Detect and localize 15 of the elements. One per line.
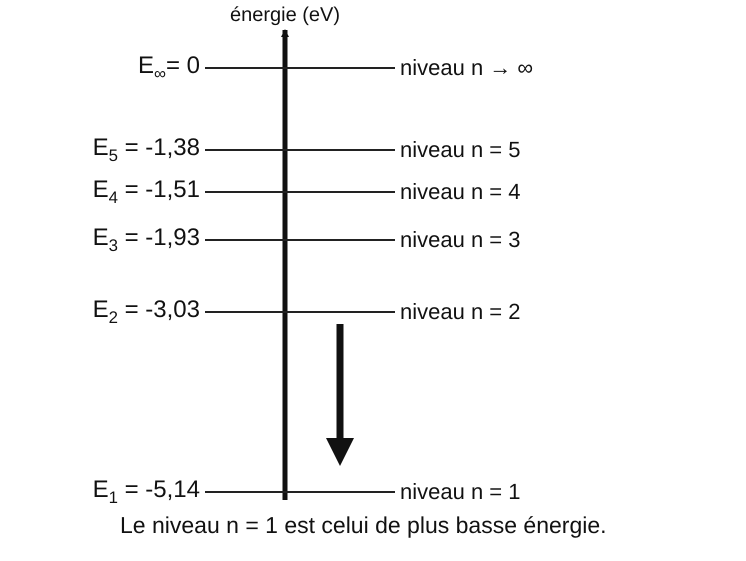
level-label: niveau n = 2	[400, 299, 520, 325]
energy-value: E$_{3}$ = -1,93	[92, 224, 200, 256]
level-label: niveau n = 1	[400, 479, 520, 505]
energy-value: E$_{5}$ = -1,38	[92, 134, 200, 166]
energy-value: E$_{4}$ = -1,51	[92, 176, 200, 208]
transition-arrow	[326, 324, 354, 466]
energy-value: E$_{2}$ = -3,03	[92, 296, 200, 328]
level-label: niveau n → ∞	[400, 55, 534, 81]
energy-value: E$_{1}$ = -5,14	[92, 476, 200, 508]
level-label: niveau n = 3	[400, 227, 520, 253]
caption: Le niveau n = 1 est celui de plus basse énergie.	[120, 512, 607, 539]
energy-value: E$_{∞}$= 0	[138, 52, 200, 84]
level-label: niveau n = 4	[400, 179, 520, 205]
level-label: niveau n = 5	[400, 137, 520, 163]
axis-label: énergie (eV)	[230, 4, 340, 27]
